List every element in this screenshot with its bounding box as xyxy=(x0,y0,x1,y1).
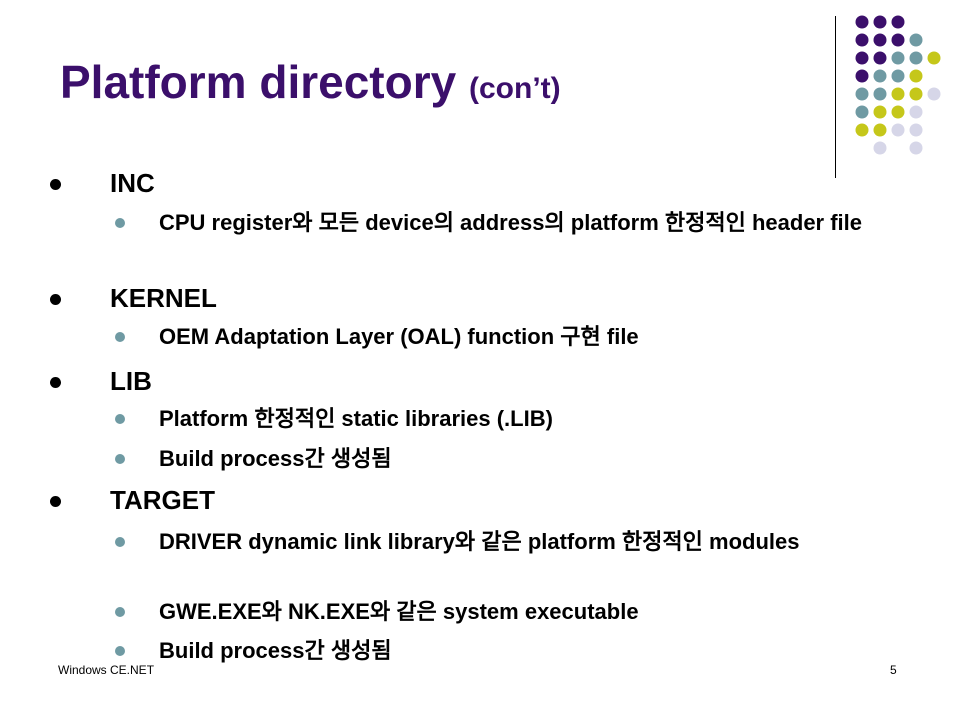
list-item: Build process간 생성됨 xyxy=(115,636,909,666)
bullet-dot-icon xyxy=(115,414,125,424)
section-heading-label: INC xyxy=(110,168,155,198)
section-heading-lib: LIB xyxy=(50,366,152,396)
list-item-text: Build process간 생성됨 xyxy=(159,638,392,663)
list-item: CPU register와 모든 device의 address의 platfo… xyxy=(115,208,909,238)
slide-title-main: Platform directory xyxy=(60,56,457,108)
bullet-dot-icon xyxy=(115,218,125,228)
bullet-dot-icon xyxy=(115,332,125,342)
decorative-divider-line xyxy=(835,16,836,178)
bullet-dot-icon xyxy=(50,496,61,507)
section-heading-target: TARGET xyxy=(50,485,215,515)
bullet-dot-icon xyxy=(115,537,125,547)
section-heading-inc: INC xyxy=(50,168,155,198)
list-item-text: DRIVER dynamic link library와 같은 platform… xyxy=(159,529,800,554)
page-number: 5 xyxy=(890,663,897,677)
list-item: DRIVER dynamic link library와 같은 platform… xyxy=(115,527,909,557)
bullet-dot-icon xyxy=(115,646,125,656)
list-item: GWE.EXE와 NK.EXE와 같은 system executable xyxy=(115,597,909,627)
section-heading-kernel: KERNEL xyxy=(50,283,217,313)
list-item-text: CPU register와 모든 device의 address의 platfo… xyxy=(159,210,863,235)
bullet-dot-icon xyxy=(115,454,125,464)
list-item: Build process간 생성됨 xyxy=(115,444,909,474)
list-item: OEM Adaptation Layer (OAL) function 구현 f… xyxy=(115,322,909,352)
section-heading-label: TARGET xyxy=(110,485,215,515)
section-heading-label: LIB xyxy=(110,366,152,396)
bullet-dot-icon xyxy=(50,294,61,305)
list-item-text: GWE.EXE와 NK.EXE와 같은 system executable xyxy=(159,599,639,624)
slide-title-sub: (con’t) xyxy=(469,72,561,105)
slide-title: Platform directory (con’t) xyxy=(60,52,561,119)
bullet-dot-icon xyxy=(115,607,125,617)
list-item: Platform 한정적인 static libraries (.LIB) xyxy=(115,404,909,434)
footer-text: Windows CE.NET xyxy=(58,663,155,677)
list-item-text: Build process간 생성됨 xyxy=(159,446,392,471)
list-item-text: Platform 한정적인 static libraries (.LIB) xyxy=(159,406,553,431)
list-item-text: OEM Adaptation Layer (OAL) function 구현 f… xyxy=(159,324,639,349)
bullet-dot-icon xyxy=(50,179,61,190)
bullet-dot-icon xyxy=(50,377,61,388)
section-heading-label: KERNEL xyxy=(110,283,217,313)
